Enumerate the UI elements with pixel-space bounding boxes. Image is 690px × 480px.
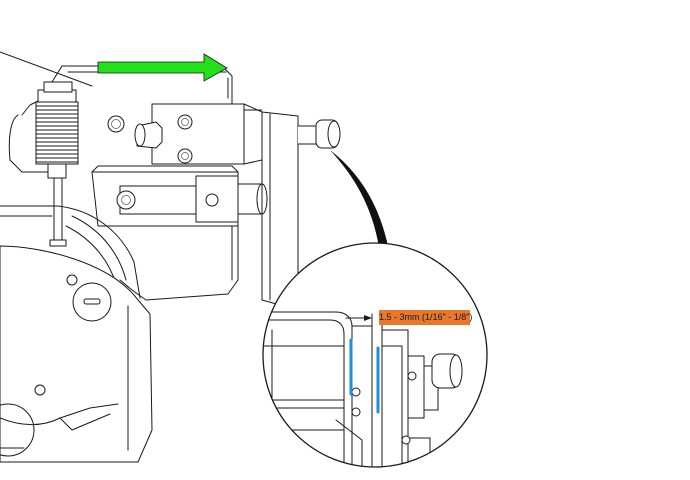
gap-dimension-label: 1.5 - 3mm (1/16" - 1/8") xyxy=(379,310,472,325)
detail-leader xyxy=(330,150,388,247)
direction-arrow-icon xyxy=(97,53,228,82)
machine-assembly xyxy=(0,51,341,463)
spring-coil xyxy=(35,101,79,165)
detail-magnifier xyxy=(262,242,488,468)
